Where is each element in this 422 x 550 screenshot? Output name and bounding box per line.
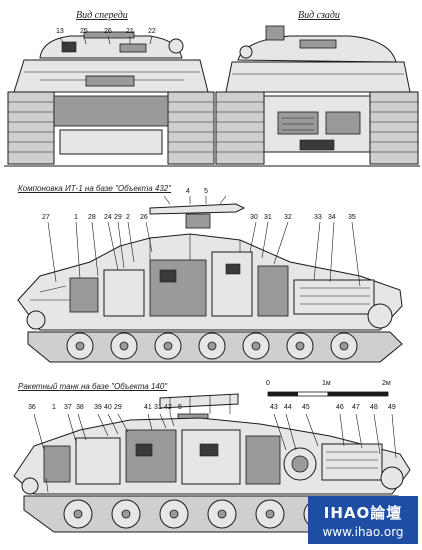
scale-label-0: 0 [266,380,270,387]
callout-rt-43: 43 [270,404,278,411]
callout-rt-42: 42 [164,404,172,411]
rocket-tank-caption: Ракетный танк на базе "Объекта 140" [18,382,168,391]
watermark-url: www.ihao.org [322,525,404,539]
callout-it1-29: 29 [114,214,122,221]
callout-rt-44: 44 [284,404,292,411]
callout-it1-1: 1 [74,214,78,221]
callout-it1-33: 33 [314,214,322,221]
callout-rt-5: 5 [178,404,182,411]
scale-label-2m: 2м [382,380,391,387]
rocket-tank-side-drawing [13,393,411,533]
callout-front-21: 21 [126,28,134,35]
callout-it1-26: 26 [140,214,148,221]
callout-rt-41: 41 [144,404,152,411]
front-view-title: Вид спереди [76,10,128,21]
watermark-name: IHAO論壇 [323,504,403,522]
callout-rt-40: 40 [104,404,112,411]
callout-it1-4: 4 [186,188,190,195]
callout-it1-35: 35 [348,214,356,221]
callout-it1-31: 31 [264,214,272,221]
callout-it1-24: 24 [104,214,112,221]
callout-it1-27: 27 [42,214,50,221]
it1-layout-caption: Компоновка ИТ-1 на базе "Объекта 432" [18,184,172,193]
callout-it1-2: 2 [126,214,130,221]
scale-bar [267,391,389,397]
callout-rt-31: 31 [154,404,162,411]
site-watermark: IHAO論壇 www.ihao.org [308,496,418,544]
callout-rt-49: 49 [388,404,396,411]
callout-rt-39: 39 [94,404,102,411]
front-view-drawing [4,31,218,167]
callout-it1-5: 5 [204,188,208,195]
callout-it1-28: 28 [88,214,96,221]
callout-rt-45: 45 [302,404,310,411]
callout-rt-47: 47 [352,404,360,411]
callout-it1-32: 32 [284,214,292,221]
callout-rt-38: 38 [76,404,84,411]
callout-rt-29: 29 [114,404,122,411]
callout-front-25: 25 [80,28,88,35]
callout-rt-36: 36 [28,404,36,411]
rear-view-drawing [212,25,420,167]
callout-front-22: 22 [148,28,156,35]
callout-front-26: 26 [104,28,112,35]
callout-rt-46: 46 [336,404,344,411]
scale-label-1m: 1м [322,380,331,387]
it1-side-drawing [17,195,403,363]
callout-rt-48: 48 [370,404,378,411]
callout-rt-37: 37 [64,404,72,411]
callout-rt-1: 1 [52,404,56,411]
callout-front-13: 13 [56,28,64,35]
callout-it1-34: 34 [328,214,336,221]
rear-view-title: Вид сзади [298,10,340,21]
callout-it1-30: 30 [250,214,258,221]
